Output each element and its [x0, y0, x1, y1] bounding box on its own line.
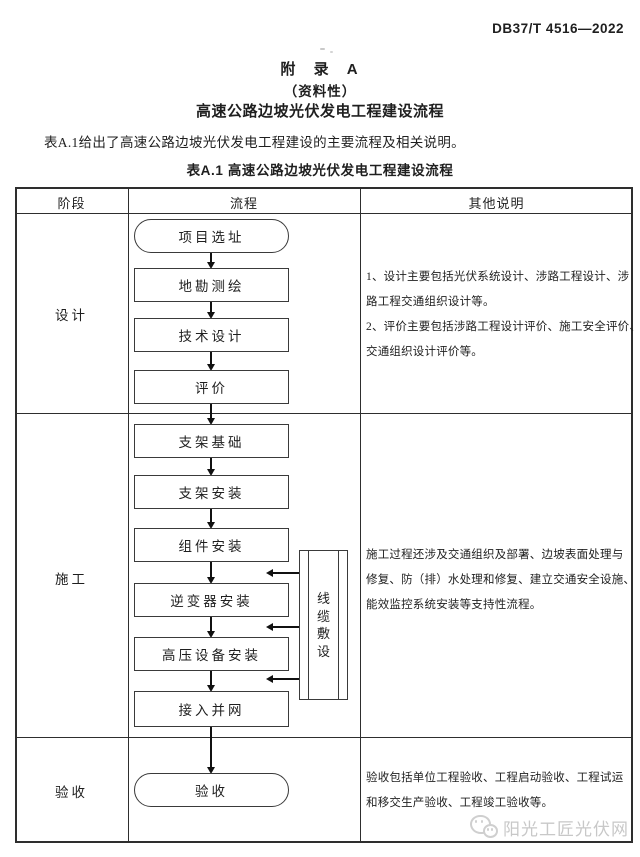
column-divider [360, 189, 361, 841]
flow-arrow-down [207, 404, 215, 425]
watermark-logo-icon [470, 814, 500, 840]
flow-node-cable-laying: 线 缆 敷 设 [299, 550, 348, 700]
row-divider [17, 737, 631, 738]
flow-arrow-down [207, 509, 215, 529]
flow-arrow-left [266, 569, 299, 577]
flow-node-hv-equipment-install: 高压设备安装 [134, 637, 289, 671]
chat-bubble-icon [483, 824, 498, 838]
flow-arrow-left [266, 675, 299, 683]
scan-artifact [330, 51, 333, 53]
flow-node-survey-mapping: 地勘测绘 [134, 268, 289, 302]
flow-arrow-left [266, 623, 299, 631]
flow-node-inverter-install: 逆变器安装 [134, 583, 289, 617]
standard-number: DB37/T 4516—2022 [492, 21, 624, 36]
flow-node-evaluation: 评价 [134, 370, 289, 404]
row-divider [17, 413, 631, 414]
row-divider [17, 213, 631, 214]
watermark: 阳光工匠光伏网 [470, 814, 629, 840]
appendix-type-label: （资料性） [283, 84, 357, 99]
cable-box-inner-line [338, 551, 339, 699]
flow-node-technical-design: 技术设计 [134, 318, 289, 352]
table-frame [15, 187, 633, 843]
flow-arrow-down [207, 352, 215, 371]
flow-arrow-down [207, 302, 215, 319]
header-flow: 流程 [229, 196, 258, 211]
flow-node-bracket-foundation: 支架基础 [134, 424, 289, 458]
flow-arrow-down [207, 253, 215, 269]
flow-arrow-down [207, 458, 215, 476]
flow-node-acceptance: 验收 [134, 773, 289, 807]
header-stage: 阶段 [57, 196, 86, 211]
stage-label-design: 设计 [55, 308, 88, 323]
notes-construction: 施工过程还涉及交通组织及部署、边坡表面处理与 修复、防（排）水处理和修复、建立交… [366, 549, 636, 611]
appendix-heading: 高速公路边坡光伏发电工程建设流程 [195, 103, 444, 120]
watermark-text: 阳光工匠光伏网 [503, 819, 629, 839]
notes-design: 1、设计主要包括光伏系统设计、涉路工程设计、涉 路工程交通组织设计等。 2、评价… [366, 271, 640, 358]
flow-arrow-down [207, 617, 215, 638]
stage-label-acceptance: 验收 [55, 785, 88, 800]
cable-box-inner-line [308, 551, 309, 699]
flow-arrow-down [207, 671, 215, 692]
flow-node-bracket-install: 支架安装 [134, 475, 289, 509]
flow-node-site-selection: 项目选址 [134, 219, 289, 253]
notes-acceptance: 验收包括单位工程验收、工程启动验收、工程试运 和移交生产验收、工程竣工验收等。 [366, 772, 624, 809]
scan-artifact [320, 48, 325, 50]
appendix-title: 附 录 A [280, 61, 360, 78]
flow-node-grid-connection: 接入并网 [134, 691, 289, 727]
flow-arrow-down [207, 727, 215, 774]
header-notes: 其他说明 [468, 196, 525, 211]
flow-arrow-down [207, 562, 215, 584]
flow-node-module-install: 组件安装 [134, 528, 289, 562]
column-divider [128, 189, 129, 841]
cable-laying-label: 线 缆 敷 设 [316, 591, 330, 659]
table-caption: 表A.1 高速公路边坡光伏发电工程建设流程 [186, 163, 454, 178]
stage-label-construction: 施工 [55, 572, 88, 587]
intro-paragraph: 表A.1给出了高速公路边坡光伏发电工程建设的主要流程及相关说明。 [44, 135, 465, 150]
